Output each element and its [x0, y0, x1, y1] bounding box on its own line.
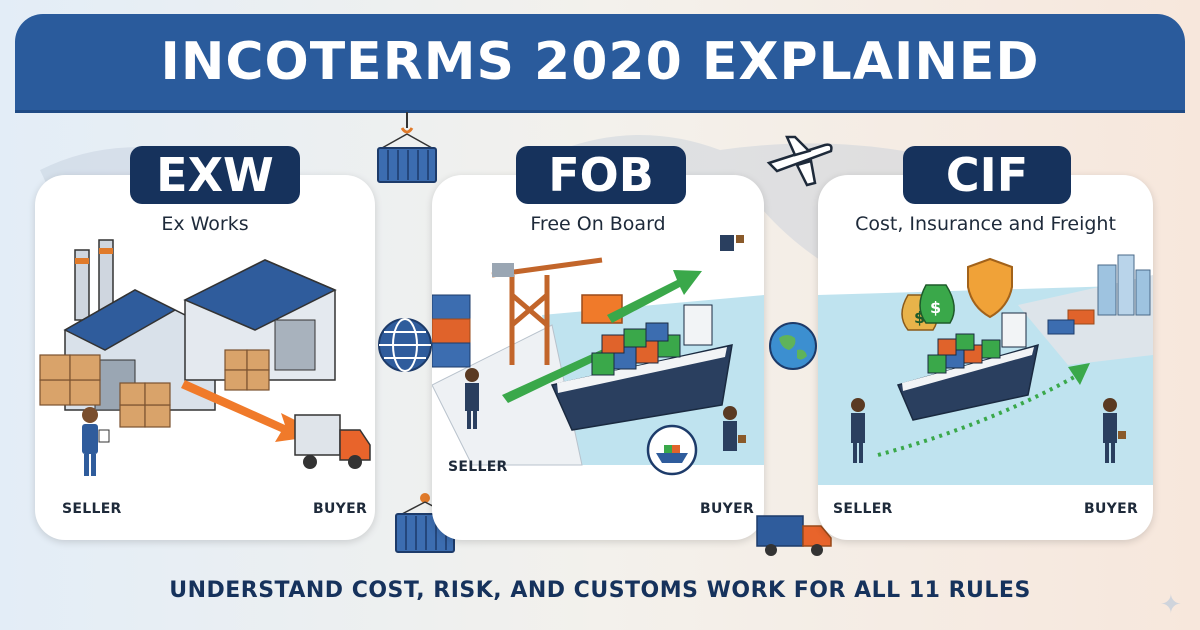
fob-name: Free On Board [530, 213, 666, 235]
city-icon [1047, 254, 1151, 335]
fob-buyer-label: BUYER [700, 501, 755, 517]
container-ship-icon [896, 312, 1039, 421]
badge-fob: FOB [516, 146, 686, 204]
seller-person-icon [82, 407, 110, 476]
exw-seller-label: SELLER [62, 501, 122, 517]
hanging-container-icon [377, 112, 437, 183]
globe-icon [378, 318, 432, 372]
globe-icon-small [769, 322, 817, 370]
svg-text:$: $ [914, 308, 925, 327]
exw-buyer-label: BUYER [313, 501, 368, 517]
page-title: INCOTERMS 2020 EXPLAINED [160, 32, 1040, 92]
cif-seller-label: SELLER [833, 501, 893, 517]
header-banner: INCOTERMS 2020 EXPLAINED [15, 14, 1185, 110]
container-ship-icon [550, 304, 733, 431]
card-fob: Free On Board [432, 175, 764, 540]
airplane-icon [766, 135, 833, 187]
delivery-truck-icon [756, 515, 832, 556]
cif-illustration: $ $ [818, 254, 1153, 485]
badge-cif: CIF [903, 146, 1071, 204]
fob-illustration [432, 235, 764, 476]
truck-icon [294, 414, 371, 469]
factory-icon [63, 239, 216, 411]
money-bag-icon: $ $ [901, 284, 955, 331]
cif-name: Cost, Insurance and Freight [855, 213, 1116, 235]
card-exw: Ex Works [35, 175, 375, 540]
card-cif: Cost, Insurance and Freight $ $ [818, 175, 1153, 540]
warehouse-icon [183, 259, 337, 381]
fob-seller-label: SELLER [448, 459, 508, 475]
exw-illustration [39, 239, 371, 476]
seller-person-icon [851, 398, 865, 463]
buyer-person-icon [1103, 398, 1126, 463]
cif-buyer-label: BUYER [1084, 501, 1139, 517]
seller-person-icon [465, 368, 479, 429]
badge-exw: EXW [130, 146, 300, 204]
shield-icon [967, 257, 1013, 319]
exw-name: Ex Works [161, 213, 249, 235]
buyer-person-icon [720, 235, 744, 251]
svg-text:$: $ [930, 298, 941, 317]
footer-tagline: UNDERSTAND COST, RISK, AND CUSTOMS WORK … [169, 578, 1031, 603]
sparkle-icon: ✦ [1160, 590, 1182, 620]
